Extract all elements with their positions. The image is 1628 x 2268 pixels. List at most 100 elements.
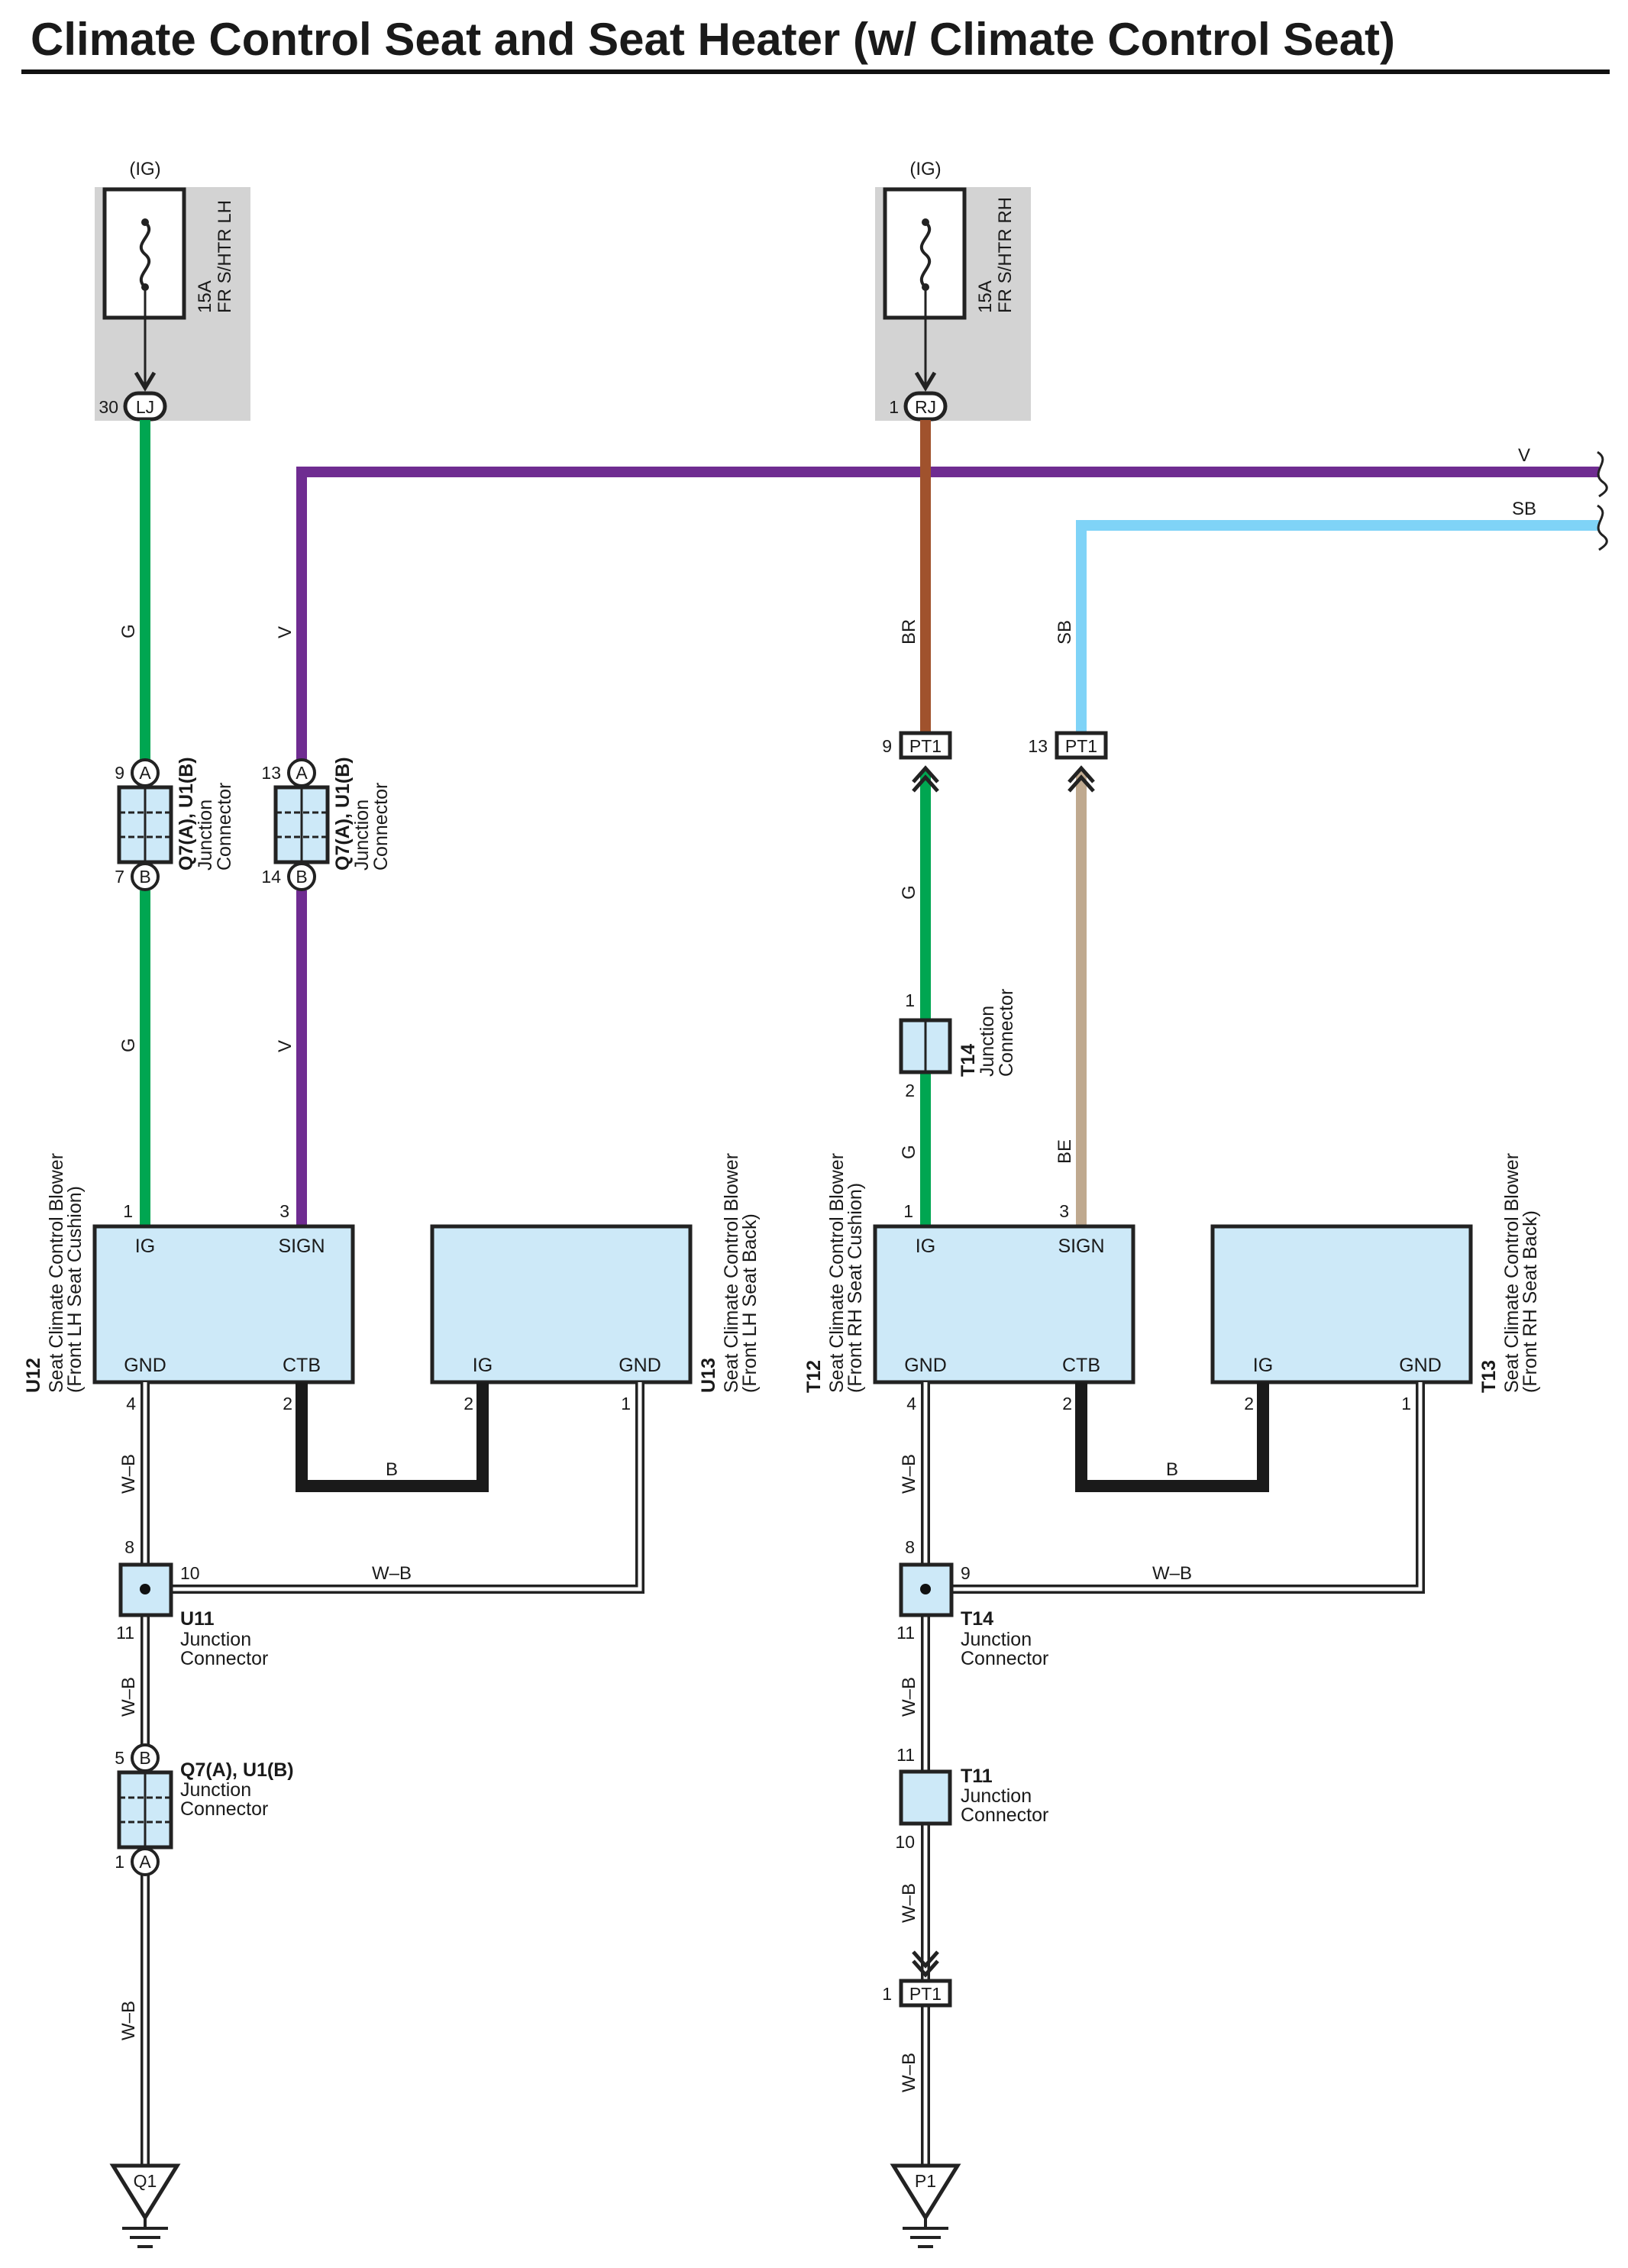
jc-lh-v-line1: Junction [351,800,373,871]
fuse-lh-icon [139,221,151,289]
jc-lh-g-code: Q7(A), U1(B) [176,757,197,871]
pt1-label-sb: PT1 [1065,736,1097,756]
t13-gnd-label: GND [1399,1355,1442,1376]
wire-label-rh-br: BR [899,619,919,645]
pt1-pin-gnd: 1 [882,1984,892,2004]
jc-lh-gnd-code: Q7(A), U1(B) [180,1759,294,1781]
wire-label-rh-wb2: W–B [899,1677,919,1717]
pt1-connector-g: PT1 9 [882,731,952,793]
t11-line2: Connector [961,1804,1048,1826]
u13-name-line1: Seat Climate Control Blower [721,1153,742,1393]
junction-connector-t14-gnd: 8 9 11 T14 Junction Connector [896,1537,1048,1669]
u11-pin-bot: 11 [116,1623,134,1643]
jc-lh-gnd-letter-bot: A [139,1852,151,1872]
connector-rj-label: RJ [915,397,936,417]
u11-code: U11 [180,1608,215,1630]
pt1-arrow-gnd2-icon [912,1959,939,1978]
fuse-lh-arrow-icon [134,371,157,392]
t14-top-code: T14 [958,1044,979,1077]
t12-gnd-label: GND [904,1355,947,1376]
junction-connector-t14-top: 1 2 T14 Junction Connector [899,989,1017,1100]
t14-gnd-line2: Connector [961,1648,1048,1669]
junction-connector-u11: 8 10 11 U11 Junction Connector [116,1537,268,1669]
fuse-rh-arrow-icon [914,371,937,392]
bus-label-v: V [1518,445,1530,466]
u12-body [92,1224,355,1384]
junction-connector-lh-v: A 13 B 14 Q7(A), U1(B) Junction Connecto… [261,757,392,891]
t12-body [873,1224,1135,1384]
t12-pin-ctb: 2 [1062,1394,1072,1413]
wire-label-lh-v-top: V [275,626,296,638]
wire-label-rh-b: B [1166,1459,1178,1480]
t12-name-line1: Seat Climate Control Blower [826,1153,848,1393]
u13-ig-label: IG [473,1355,493,1376]
connector-rj-pin: 1 [889,397,899,417]
jc-lh-gnd-port-a [131,1847,160,1876]
u13-code: U13 [698,1358,719,1393]
jc-lh-g-line1: Junction [195,800,216,871]
wire-label-lh-g-bottom: G [118,1038,139,1052]
u13-name-line2: (Front LH Seat Back) [739,1213,761,1393]
junction-connector-lh-g: A 9 B 7 Q7(A), U1(B) Junction Connector [115,757,235,891]
t11-code: T11 [961,1766,993,1787]
u12-sign-label: SIGN [278,1236,325,1257]
t13-ig-label: IG [1253,1355,1273,1376]
u13-gnd-label: GND [619,1355,661,1376]
ground-q1: Q1 [109,2163,181,2248]
fuse-rh-power: (IG) [909,159,941,179]
t11-pin-bot: 10 [895,1832,915,1852]
pt1-label-g: PT1 [909,736,942,756]
t12-pin-sign: 3 [1059,1201,1069,1221]
t13-body [1210,1224,1473,1384]
component-u12: 1 3 IG SIGN GND CTB 4 2 U12 Seat Climate… [23,1153,355,1413]
wire-label-rh-wb-h: W–B [1152,1563,1192,1584]
t14-top-pin-top: 1 [905,990,915,1010]
u12-code: U12 [23,1358,44,1393]
pt1-pin-g: 9 [882,736,892,756]
jc-lh-g-letter-top: A [139,763,151,783]
junction-connector-t11: 11 10 T11 Junction Connector [895,1745,1048,1852]
wire-break-sb-icon [1597,504,1608,551]
t11-pin-top: 11 [896,1745,915,1765]
pt1-connector-sb: PT1 13 [1028,731,1108,793]
t13-name-line1: Seat Climate Control Blower [1501,1153,1523,1393]
u12-gnd-label: GND [124,1355,166,1376]
wire-break-v-icon [1597,451,1608,498]
wire-rh-wb-branch [950,1382,1423,1591]
t11-body [899,1769,952,1826]
wire-label-lh-g-top: G [118,624,139,638]
pt1-pin-sb: 13 [1028,736,1048,756]
u11-pin-top: 8 [124,1537,134,1557]
ground-p1: P1 [890,2163,961,2248]
component-t13: IG GND 2 1 T13 Seat Climate Control Blow… [1210,1153,1541,1413]
wire-v-bus [296,467,1599,761]
u12-pin-gnd: 4 [126,1394,136,1413]
jc-lh-v-pin-bot: 14 [261,867,281,887]
fuse-rh: (IG) 15A FR S/HTR RH RJ 1 [875,159,1031,422]
jc-lh-gnd-pin-top: 5 [115,1748,124,1768]
wire-sb [1076,520,1599,732]
t13-pin-ig: 2 [1244,1394,1254,1413]
wire-label-rh-wb3: W–B [899,1883,919,1923]
t12-code: T12 [803,1360,825,1393]
u12-name-line2: (Front LH Seat Cushion) [64,1186,86,1393]
t12-ig-label: IG [916,1236,935,1257]
u12-pin-sign: 3 [279,1201,289,1221]
connector-rj [903,391,948,422]
t14-gnd-pin-bot: 11 [896,1623,915,1643]
u12-ig-label: IG [135,1236,155,1257]
t12-pin-ig: 1 [903,1201,913,1221]
jc-lh-gnd-letter-top: B [139,1748,150,1768]
bus-label-sb: SB [1512,499,1536,519]
jc-lh-v-letter-top: A [296,763,308,783]
t14-gnd-line1: Junction [961,1629,1032,1650]
u11-line1: Junction [180,1629,251,1650]
wire-label-rh-be: BE [1055,1139,1075,1164]
t12-pin-gnd: 4 [906,1394,916,1413]
jc-lh-g-pin-bot: 7 [115,867,124,887]
t13-code: T13 [1478,1360,1500,1393]
fuse-lh-rating: 15A [195,280,215,313]
pt1-arrow-sb-icon [1068,765,1095,783]
t14-gnd-pin-side: 9 [961,1563,971,1583]
fuse-lh-name: FR S/HTR LH [215,200,235,313]
